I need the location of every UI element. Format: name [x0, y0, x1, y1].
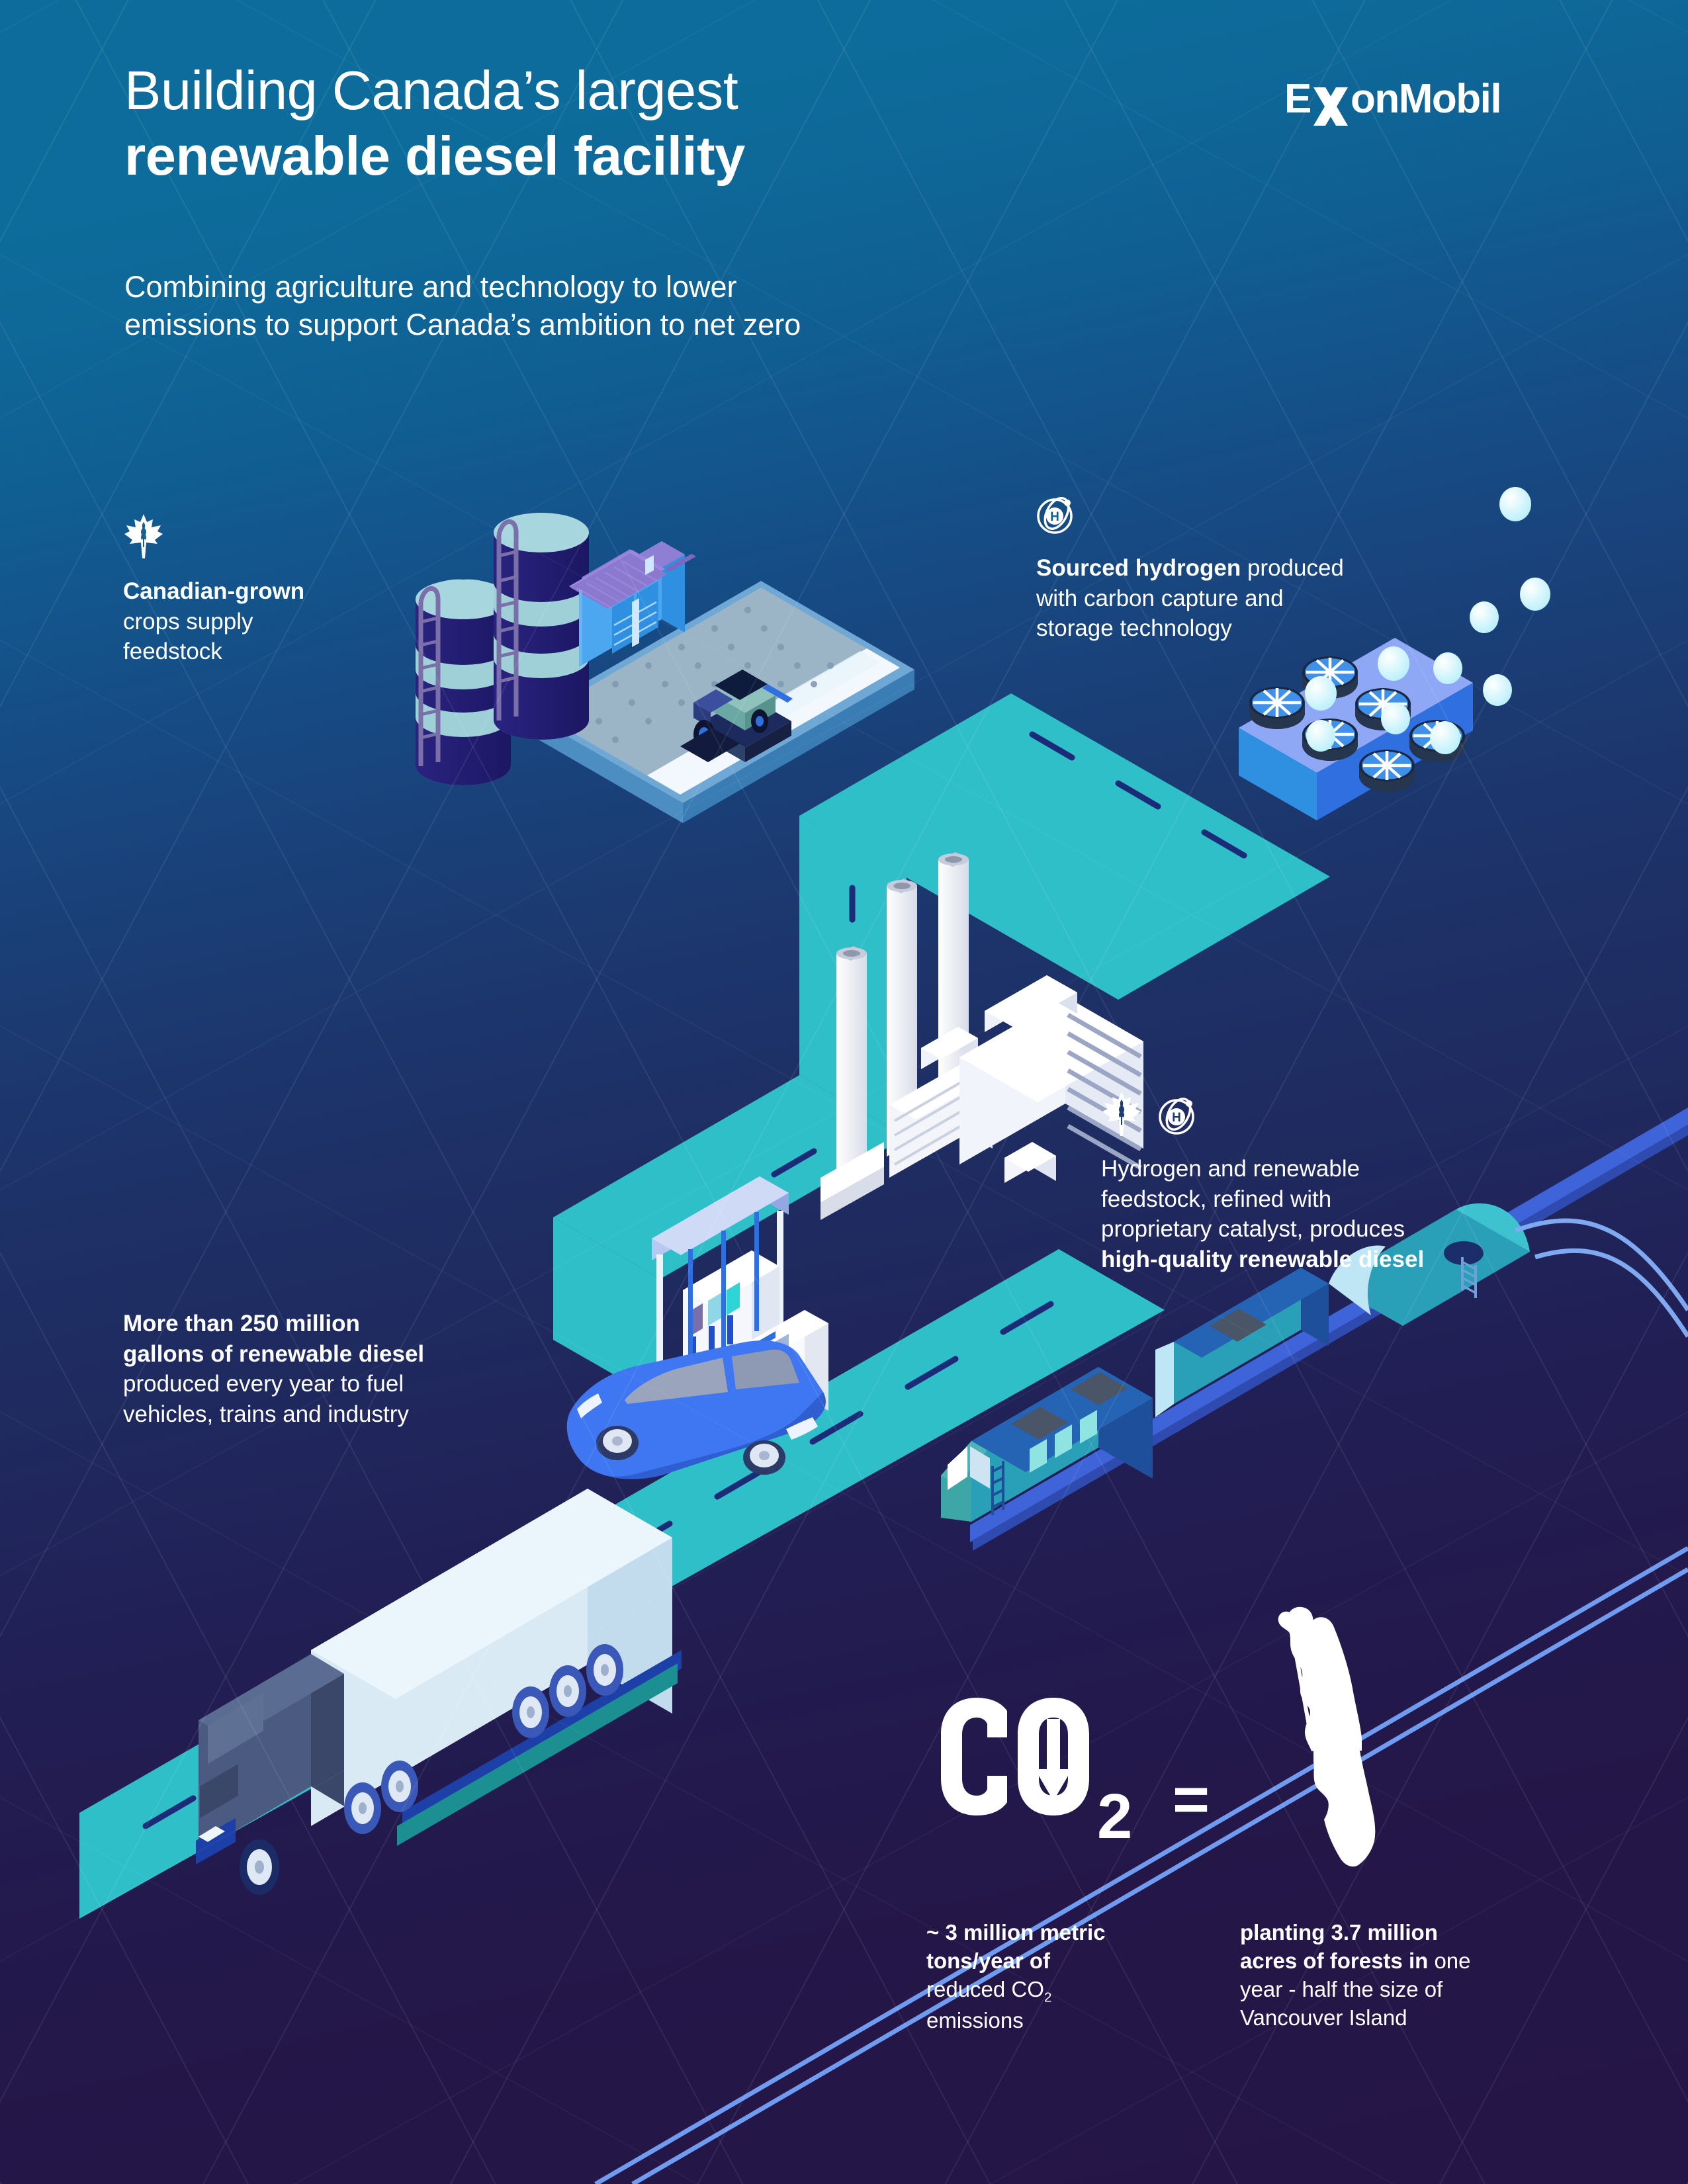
co2-bold-line-1: ~ 3 million metric — [926, 1920, 1106, 1944]
combine-harvester-field — [529, 581, 914, 823]
caption-forest-equivalence: planting 3.7 million acres of forests in… — [1240, 1919, 1571, 2032]
co2-bold-line-2: tons/year of — [926, 1948, 1051, 1973]
page-subtitle: Combining agriculture and technology to … — [124, 268, 1130, 343]
gallons-line-2: vehicles, trains and industry — [123, 1401, 409, 1427]
svg-text:H: H — [1050, 510, 1059, 524]
refining-line-3: proprietary catalyst, produces — [1101, 1216, 1405, 1242]
exxonmobil-wordmark-icon: E onMobil — [1284, 76, 1502, 126]
fuel-station — [652, 1176, 828, 1432]
vancouver-island-outline-icon — [1227, 1588, 1406, 1876]
gallons-line-1: produced every year to fuel — [123, 1371, 404, 1397]
hydrogen-atom-icon: H — [1037, 497, 1073, 534]
callout-refining: H Hydrogen and renewable feedstock, refi… — [1101, 1090, 1564, 1274]
co2-subscript: 2 — [1044, 1989, 1052, 2005]
grain-silos — [416, 513, 589, 785]
hydrogen-line-1: produced — [1241, 555, 1344, 581]
title-line-2: renewable diesel facility — [124, 125, 745, 187]
callout-crops-icons — [123, 513, 408, 559]
carbon-capture-fans-platform — [1239, 638, 1473, 820]
page-title: Building Canada’s largest renewable dies… — [124, 63, 1117, 183]
subtitle-line-1: Combining agriculture and technology to … — [124, 270, 737, 304]
svg-text:E: E — [1284, 76, 1311, 122]
blue-car — [566, 1340, 826, 1479]
callout-hydrogen: H Sourced hydrogen produced with carbon … — [1036, 495, 1486, 644]
callout-crops: Canadian-grown crops supply feedstock — [123, 513, 408, 667]
hydrogen-atom-icon: H — [1159, 1098, 1194, 1135]
co2-line-1: reduced CO — [926, 1976, 1044, 2001]
callout-hydrogen-icons: H — [1036, 495, 1486, 536]
subtitle-line-2: emissions to support Canada’s ambition t… — [124, 308, 801, 342]
co2-line-2: emissions — [926, 2007, 1024, 2032]
hydrogen-line-3: storage technology — [1036, 615, 1232, 641]
hydrogen-line-2: with carbon capture and — [1036, 585, 1284, 611]
co2-bubbles — [1305, 487, 1550, 754]
exxonmobil-logo: E onMobil — [1284, 74, 1562, 130]
maple-leaf-wheat-icon — [1102, 1092, 1141, 1136]
svg-text:H: H — [1172, 1111, 1181, 1125]
maple-leaf-wheat-icon — [124, 514, 163, 558]
crops-line-2: feedstock — [123, 638, 222, 664]
forest-line-1: one — [1428, 1948, 1471, 1973]
refinery-smokestacks — [821, 852, 969, 1220]
callout-refining-icons: H — [1101, 1090, 1564, 1137]
hydrogen-bold: Sourced hydrogen — [1036, 555, 1241, 581]
forest-line-2: year - half the size of — [1240, 1976, 1443, 2001]
caption-co2-reduction: ~ 3 million metric tons/year of reduced … — [926, 1919, 1191, 2035]
forest-bold-line-1: planting 3.7 million — [1240, 1920, 1438, 1944]
freight-train — [941, 1108, 1688, 1551]
refinery-building — [889, 975, 1143, 1183]
svg-text:2: 2 — [1097, 1781, 1132, 1852]
refining-line-1: Hydrogen and renewable — [1101, 1156, 1360, 1182]
semi-truck — [196, 1489, 682, 1895]
co2-formula: 2 — [930, 1694, 1142, 1862]
forest-bold-line-2: acres of forests in — [1240, 1948, 1429, 1973]
refining-line-4-bold: high-quality renewable diesel — [1101, 1246, 1425, 1272]
callout-crops-text: Canadian-grown crops supply feedstock — [123, 576, 408, 667]
callout-hydrogen-text: Sourced hydrogen produced with carbon ca… — [1036, 553, 1486, 644]
svg-text:onMobil: onMobil — [1351, 76, 1501, 122]
forest-line-3: Vancouver Island — [1240, 2005, 1407, 2030]
track-guide-lines — [594, 1546, 1688, 2184]
gallons-bold-line-2: gallons of renewable diesel — [123, 1340, 425, 1367]
callout-refining-text: Hydrogen and renewable feedstock, refine… — [1101, 1154, 1564, 1274]
gallons-bold-line-1: More than 250 million — [123, 1311, 360, 1336]
crops-line-1: crops supply — [123, 608, 253, 634]
farm-barn — [569, 541, 696, 667]
refining-line-2: feedstock, refined with — [1101, 1186, 1332, 1212]
co2-glyph-icon: 2 — [941, 1698, 1132, 1852]
down-arrow-icon — [1035, 1719, 1072, 1801]
equals-sign: = — [1173, 1764, 1210, 1835]
title-line-1: Building Canada’s largest — [124, 60, 738, 121]
callout-gallons: More than 250 million gallons of renewab… — [123, 1309, 533, 1429]
callout-gallons-text: More than 250 million gallons of renewab… — [123, 1309, 533, 1429]
crops-bold: Canadian-grown — [123, 578, 305, 604]
